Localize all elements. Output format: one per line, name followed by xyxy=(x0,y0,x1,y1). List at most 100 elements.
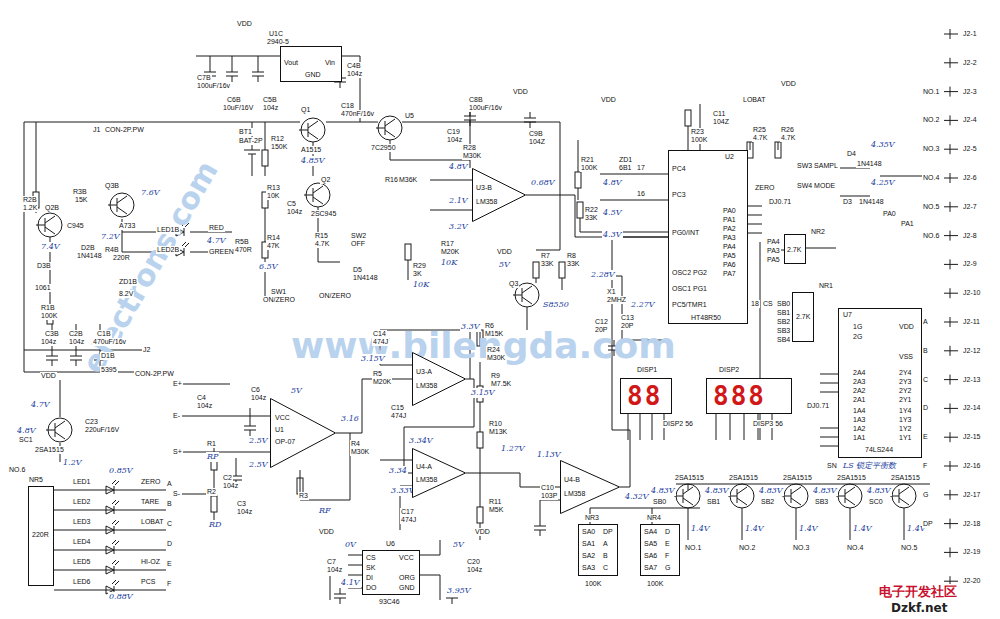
label-text: J2-2 xyxy=(962,59,978,67)
pin-label: ORG xyxy=(399,574,415,582)
voltage-note: 3.34 xyxy=(388,466,408,476)
label-text: E xyxy=(922,433,929,441)
voltage-note: 0.88V xyxy=(108,592,134,602)
label-text: VDD xyxy=(780,80,797,88)
voltage-note: 4.5V xyxy=(602,208,623,218)
label-text: 470R xyxy=(234,246,253,254)
label-text: J2-1 xyxy=(962,30,978,38)
pin-label: C xyxy=(603,564,608,572)
voltage-note: 7.4V xyxy=(40,242,61,252)
label-text: 8.2V xyxy=(118,290,134,298)
label-text: R10 xyxy=(488,420,503,428)
label-text: DISP3 56 xyxy=(752,420,784,428)
label-text: 104z xyxy=(236,508,253,516)
label-text: 104z xyxy=(262,104,279,112)
pin-label: OP-07 xyxy=(275,438,295,446)
label-text: C19 xyxy=(446,128,461,136)
voltage-note: 7.2V xyxy=(100,232,121,242)
label-text: DISP1 xyxy=(636,366,658,374)
voltage-note: 2.28V xyxy=(590,270,616,280)
label-text: C17 xyxy=(400,508,415,516)
pin-label: U4-A xyxy=(416,463,432,471)
schematic-part xyxy=(524,112,536,128)
label-text: NO.2 xyxy=(922,116,940,124)
label-text: 10K xyxy=(266,192,280,200)
label-text: HI-OZ xyxy=(140,558,161,566)
schematic-part xyxy=(534,520,546,536)
site-logo: Dzkf.net xyxy=(890,601,948,615)
voltage-note: 1.27V xyxy=(500,444,526,454)
voltage-note: 3.34V xyxy=(408,436,434,446)
schematic-part xyxy=(728,484,754,508)
label-text: R15 xyxy=(314,232,329,240)
label-text: J2 xyxy=(142,346,151,354)
schematic-part xyxy=(334,588,346,604)
opamp-triangle: U3-ALM358 xyxy=(412,352,466,406)
pin-label: SA5 xyxy=(644,540,657,548)
label-text: J2-5 xyxy=(962,145,978,153)
label-text: SB3 xyxy=(814,498,829,506)
label-text: J2-6 xyxy=(962,174,978,182)
schematic-part xyxy=(782,484,808,508)
label-text: DISP2 56 xyxy=(662,420,694,428)
label-text: J2-14 xyxy=(962,404,982,412)
label-text: D2B xyxy=(80,244,96,252)
pin-label: DO xyxy=(366,584,377,592)
label-text: 1.2K xyxy=(22,204,38,212)
label-text: R7 xyxy=(540,252,551,260)
voltage-note: 4.1V xyxy=(340,578,361,588)
label-text: 10uF/16V xyxy=(222,104,254,112)
schematic-part xyxy=(376,116,402,140)
voltage-note: 4.7V xyxy=(30,400,51,410)
label-text: C11 xyxy=(712,110,726,118)
resistor-network: 2.7K xyxy=(792,292,814,342)
label-text: J2-20 xyxy=(962,577,982,585)
voltage-note: 4.7V xyxy=(206,236,227,246)
label-text: B xyxy=(922,347,929,355)
label-text: LED5 xyxy=(72,558,92,566)
label-text: C945 xyxy=(66,222,85,230)
signal-wire xyxy=(526,195,668,237)
label-text: 3K xyxy=(412,270,423,278)
label-text: R3B xyxy=(72,188,88,196)
label-text: 2SA1515 xyxy=(836,474,867,482)
voltage-note: 4.83V xyxy=(866,486,892,496)
voltage-note: 4.83V xyxy=(812,486,838,496)
schematic-part xyxy=(106,520,119,534)
label-text: R11 xyxy=(488,498,502,506)
label-text: U1C xyxy=(268,30,284,38)
pin-label: PC5/TMR1 xyxy=(672,301,707,309)
label-text: F xyxy=(166,580,172,588)
label-text: OFF xyxy=(350,240,366,248)
label-text: SB2 xyxy=(760,498,775,506)
label-text: 104z xyxy=(222,482,239,490)
label-text: VDD xyxy=(40,372,57,380)
display-digits: 88 xyxy=(627,382,662,410)
label-text: 100uF/16v xyxy=(196,82,231,90)
voltage-note: S8550 xyxy=(542,300,570,310)
label-text: D xyxy=(166,540,173,548)
label-text: 220R xyxy=(112,254,131,262)
label-text: 20P xyxy=(620,322,634,330)
schematic-part xyxy=(46,350,58,366)
pin-label: PA4 xyxy=(723,243,736,251)
label-text: LED1 xyxy=(72,478,92,486)
label-text: NR5 xyxy=(28,476,44,484)
label-text: VDD xyxy=(474,528,491,536)
label-text: ON/ZERO xyxy=(318,292,352,300)
opamp-triangle: U4-ALM358 xyxy=(412,448,466,498)
label-text: J2-17 xyxy=(962,491,982,499)
label-text: C8B xyxy=(468,96,484,104)
pin-label: DI xyxy=(366,574,373,582)
pin-label: G xyxy=(665,564,670,572)
label-text: 33K xyxy=(566,260,580,268)
label-text: C15 xyxy=(390,404,405,412)
schematic-part xyxy=(106,560,119,574)
label-text: D3B xyxy=(36,262,52,270)
schematic-part xyxy=(775,142,781,158)
voltage-note: 4.85V xyxy=(300,156,326,166)
pin-label: U2 xyxy=(725,153,734,161)
voltage-note: 0.68V xyxy=(530,178,556,188)
label-text: E xyxy=(166,560,173,568)
voltage-note: 2.5V xyxy=(248,460,269,470)
